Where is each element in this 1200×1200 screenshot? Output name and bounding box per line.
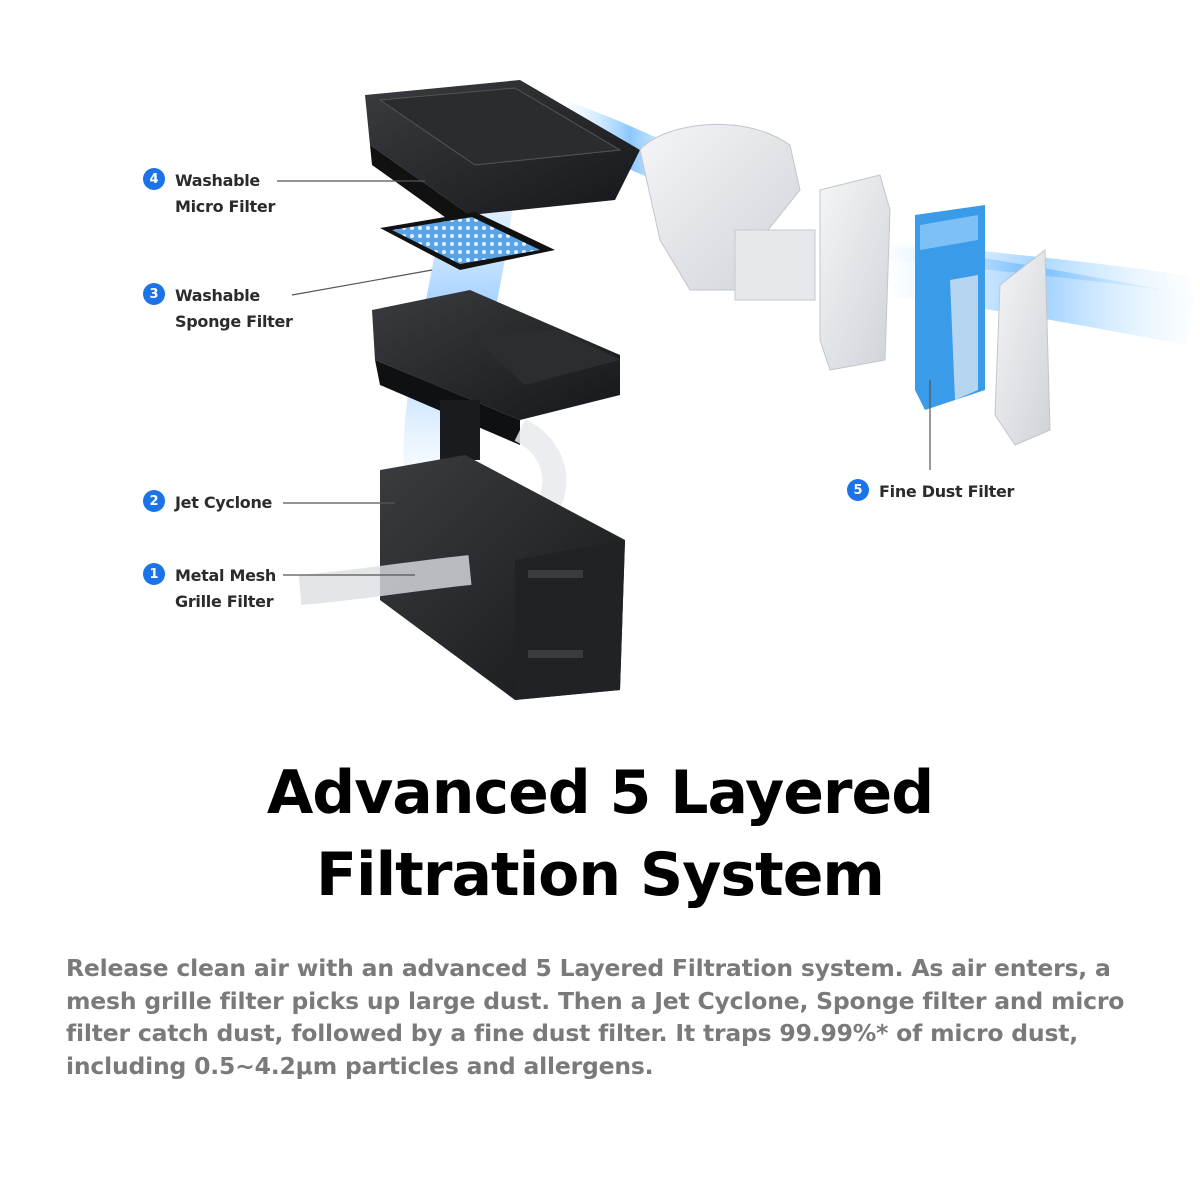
rear-grille	[994, 248, 1051, 446]
headline-line-1: Advanced 5 Layered	[266, 758, 934, 828]
headline: Advanced 5 Layered Filtration System	[0, 752, 1200, 916]
fine-dust-filter-cartridge	[915, 205, 985, 410]
sponge-filter-body	[372, 290, 620, 460]
micro-filter-plate	[380, 212, 555, 270]
headline-line-2: Filtration System	[316, 840, 885, 910]
callout-number-badge: 2	[143, 490, 165, 512]
callout-label: Washable Sponge Filter	[175, 286, 293, 331]
dust-bin-body	[380, 455, 625, 700]
micro-filter-housing	[365, 80, 640, 235]
callout-label: Metal Mesh Grille Filter	[175, 566, 276, 611]
callout-number-badge: 4	[143, 168, 165, 190]
filter-bracket	[819, 174, 891, 371]
callout-metal-mesh-grille-filter: 1 Metal Mesh Grille Filter	[143, 563, 276, 615]
callout-fine-dust-filter: 5 Fine Dust Filter	[847, 479, 1014, 505]
leader-lines	[277, 180, 931, 576]
callout-number-badge: 3	[143, 283, 165, 305]
callout-number-badge: 5	[847, 479, 869, 501]
mesh-grille-airflow	[298, 555, 472, 605]
callout-washable-sponge-filter: 3 Washable Sponge Filter	[143, 283, 293, 335]
description-paragraph: Release clean air with an advanced 5 Lay…	[66, 954, 1125, 1080]
callout-label: Washable Micro Filter	[175, 171, 276, 216]
callout-jet-cyclone: 2 Jet Cyclone	[143, 490, 272, 516]
filtration-exploded-illustration	[277, 80, 1195, 700]
callout-number-badge: 1	[143, 563, 165, 585]
callout-label: Fine Dust Filter	[879, 482, 1015, 501]
callout-washable-micro-filter: 4 Washable Micro Filter	[143, 168, 275, 220]
callout-label: Jet Cyclone	[175, 493, 273, 512]
motor-housing	[639, 123, 816, 301]
